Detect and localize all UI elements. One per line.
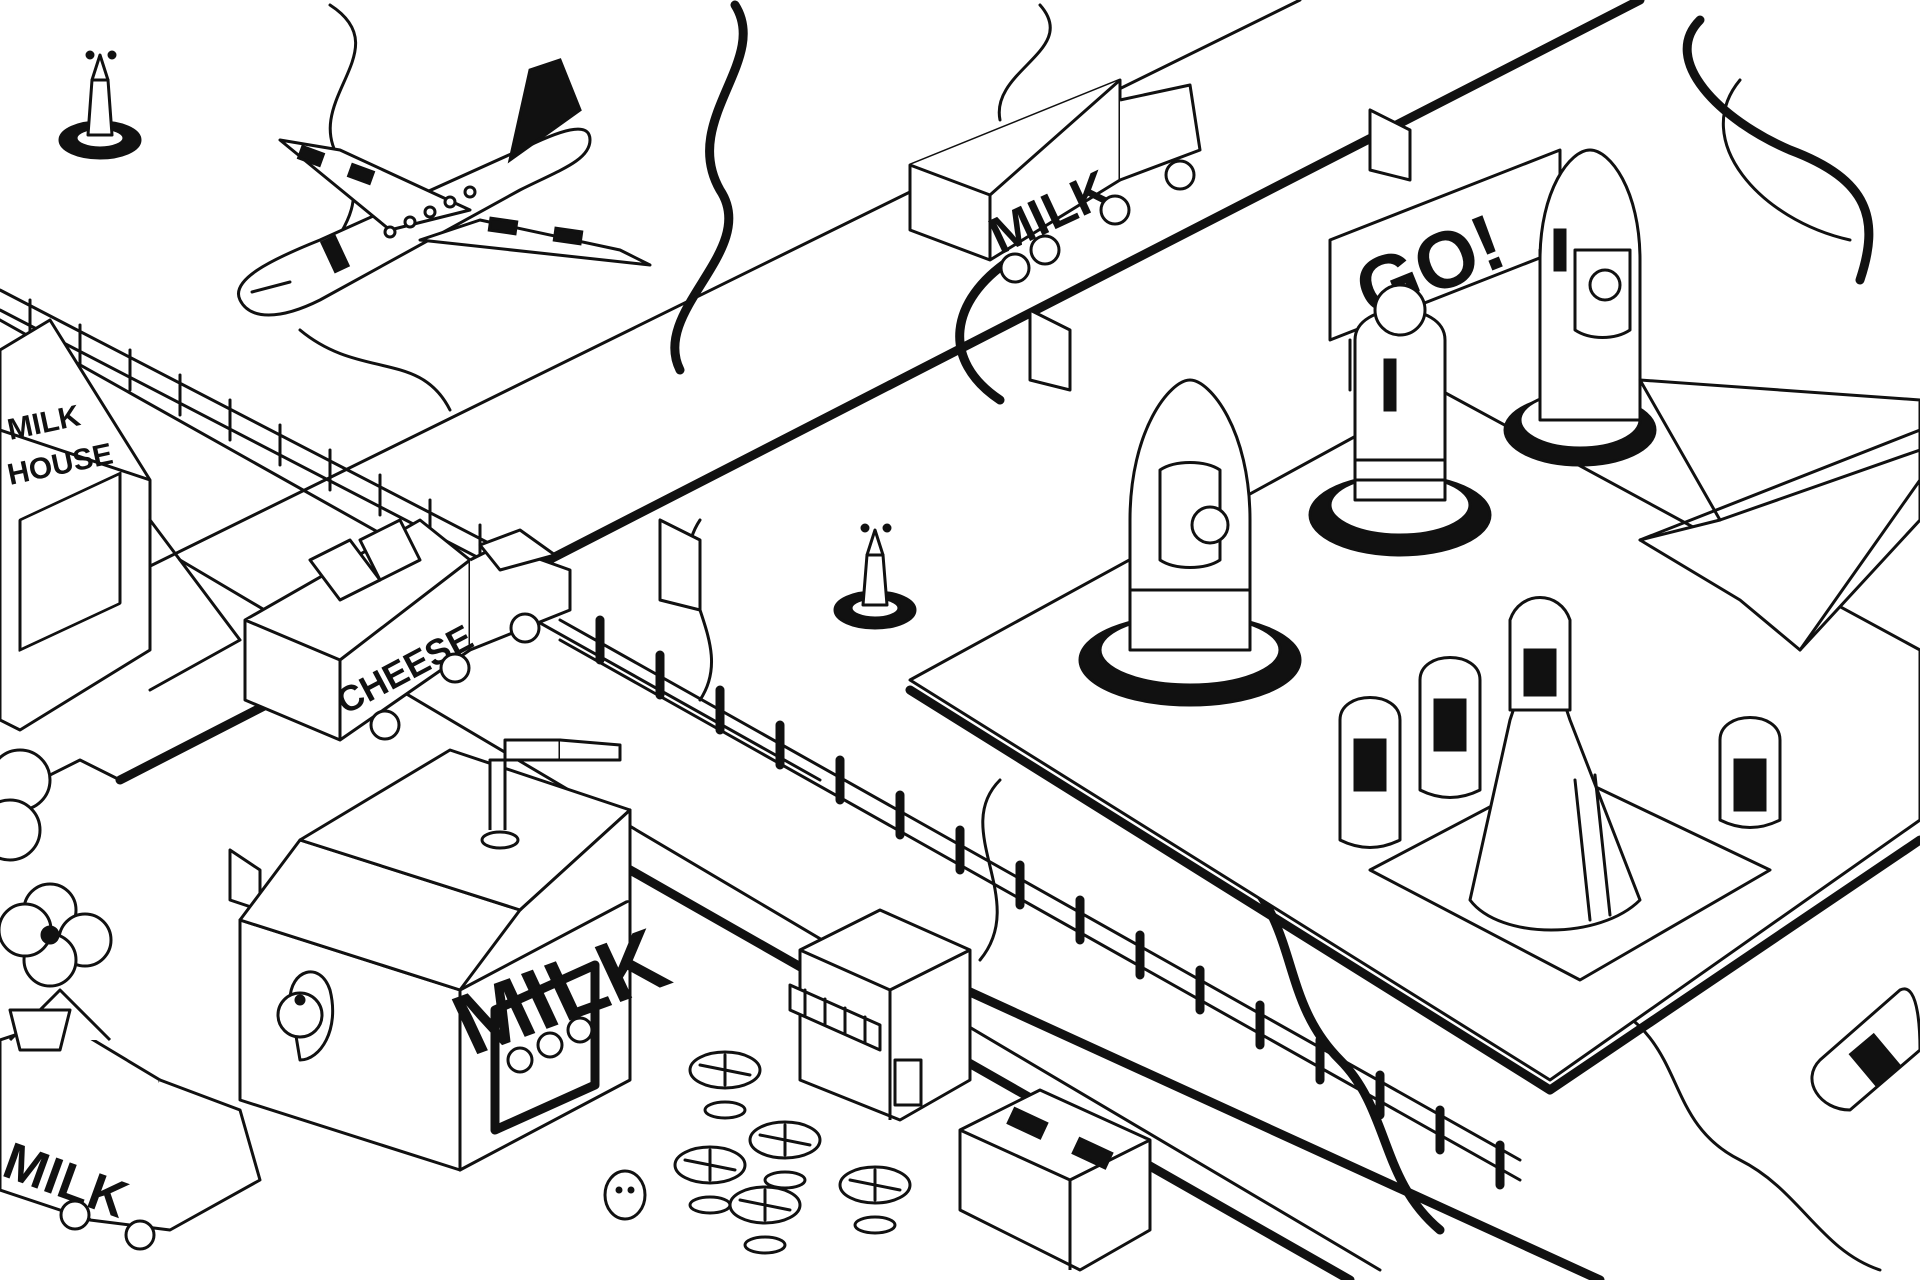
- airplane: [236, 58, 652, 317]
- milk-bottles: [1338, 596, 1782, 982]
- fence-lower: [558, 615, 1522, 1190]
- umbrella-tables: [603, 1050, 912, 1255]
- milk-carton-shop: MILK: [238, 738, 683, 1172]
- paper-plane: [1638, 378, 1920, 652]
- cheese-truck: CHEESE: [243, 518, 572, 742]
- go-billboard-label: GO!: [1343, 197, 1516, 336]
- balloons: [0, 748, 113, 1052]
- snack-kiosk: [788, 908, 972, 1122]
- milk-house-building: MILK HOUSE: [0, 318, 242, 732]
- rocket-left: [1078, 378, 1302, 707]
- fallen-bottle: [1810, 987, 1920, 1112]
- milk-truck-highway: MILK: [908, 78, 1202, 284]
- fountain-tower-middle: [833, 523, 917, 630]
- rocket-middle-tower: [1308, 283, 1492, 557]
- milk-truck-street: MILK: [0, 988, 262, 1251]
- fountain-tower-top-left: [58, 50, 142, 160]
- van: [958, 1088, 1152, 1272]
- rocket-right: [1503, 148, 1657, 467]
- river-lines: [298, 0, 1882, 1272]
